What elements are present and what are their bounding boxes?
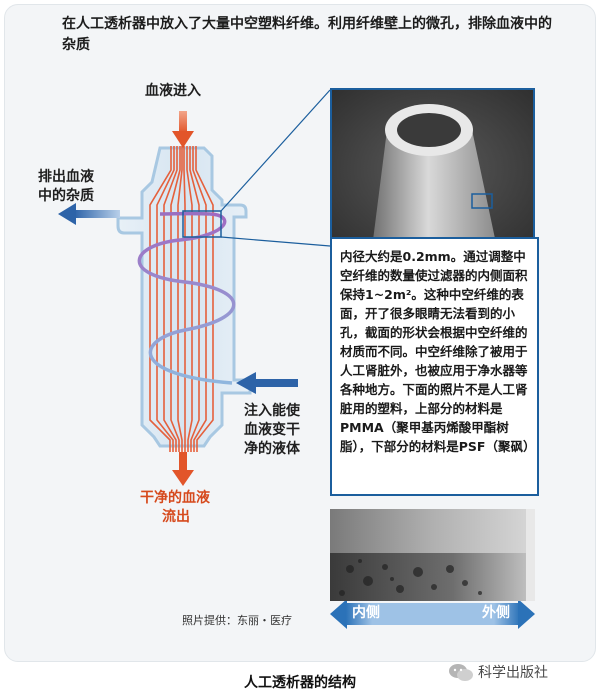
magnify-box [182, 210, 222, 238]
inner-outer-band [330, 599, 535, 629]
impurity-out-label-line2: 中的杂质 [38, 188, 94, 204]
outer-side-label: 外侧 [482, 605, 510, 621]
wechat-icon [449, 664, 473, 681]
watermark: 科学出版社 [448, 660, 594, 686]
inject-label-line2: 血液变干 [244, 422, 300, 438]
figure-title: 人工透析器的结构 [244, 675, 356, 691]
inner-side-label: 内侧 [352, 605, 380, 621]
clean-blood-out-label-line1: 干净的血液 [140, 490, 210, 506]
hollow-fibers [149, 146, 214, 452]
explanation-callout: 内径大约是0.2mm。通过调整中空纤维的数量使过滤器的内侧面积保持1~2m²。这… [330, 237, 539, 496]
impurity-out-arrow [58, 203, 120, 225]
cross-section-photo [330, 509, 535, 601]
fiber-micrograph [330, 88, 535, 250]
clean-blood-out-arrow [172, 452, 194, 486]
inject-label-line3: 净的液体 [244, 441, 300, 457]
clean-blood-out-label-line2: 流出 [162, 509, 190, 525]
inject-label-line1: 注入能使 [244, 403, 300, 419]
blood-in-label: 血液进入 [145, 83, 201, 99]
photo-credit: 照片提供：东丽・医疗 [182, 614, 292, 627]
dialysate-in-arrow [236, 372, 298, 394]
watermark-text: 科学出版社 [478, 665, 548, 681]
callout-text: 内径大约是0.2mm。通过调整中空纤维的数量使过滤器的内侧面积保持1~2m²。这… [340, 249, 536, 454]
blood-in-arrow [172, 111, 194, 148]
intro-description: 在人工透析器中放入了大量中空塑料纤维。利用纤维壁上的微孔，排除血液中的杂质 [62, 16, 552, 53]
impurity-out-label-line1: 排出血液 [38, 169, 94, 185]
